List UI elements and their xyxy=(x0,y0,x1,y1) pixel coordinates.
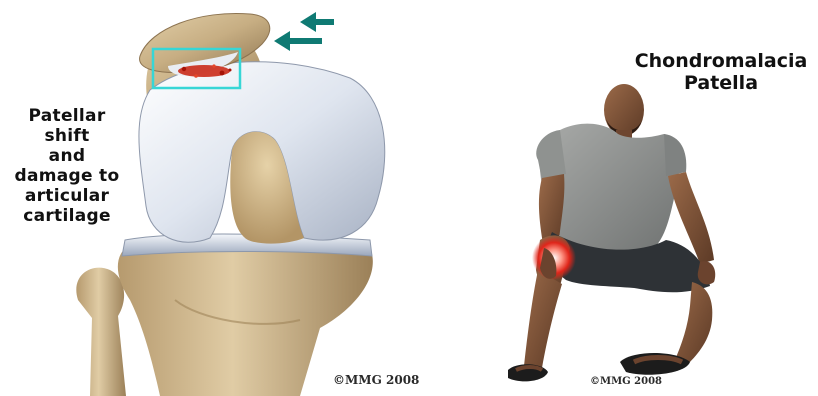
left-leg xyxy=(524,270,562,368)
copyright-left: ©MMG 2008 xyxy=(333,373,419,387)
caption-line: cartilage xyxy=(4,206,130,226)
caption-line: and xyxy=(4,146,130,166)
title-line: Patella xyxy=(616,72,818,94)
knee-anatomy-panel: Patellar shift and damage to articular c… xyxy=(0,0,420,396)
condition-title: Chondromalacia Patella xyxy=(616,50,818,94)
fibula-bone xyxy=(76,268,126,396)
shift-arrow-icon xyxy=(274,12,334,51)
title-line: Chondromalacia xyxy=(616,50,818,72)
caption-line: Patellar xyxy=(4,106,130,126)
caption-line: shift xyxy=(4,126,130,146)
knee-caption: Patellar shift and damage to articular c… xyxy=(4,106,130,226)
caption-line: articular xyxy=(4,186,130,206)
caption-line: damage to xyxy=(4,166,130,186)
copyright-right: ©MMG 2008 xyxy=(590,376,662,387)
squatting-figure-panel: Chondromalacia Patella ©MMG 2008 xyxy=(420,0,818,396)
right-leg xyxy=(674,282,712,364)
